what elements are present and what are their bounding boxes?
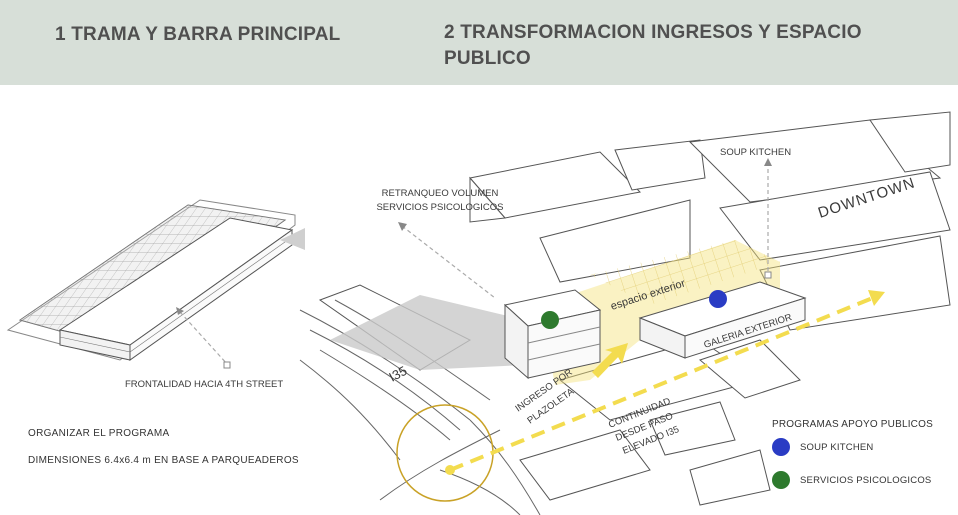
setback-label-2: SERVICIOS PSICOLOGICOS: [376, 202, 503, 213]
legend-label-psych-services: SERVICIOS PSICOLOGICOS: [800, 474, 932, 486]
route-arrowhead: [868, 290, 885, 306]
soup-kitchen-legend-dot: [772, 438, 790, 456]
frontage-label: FRONTALIDAD HACIA 4TH STREET: [125, 379, 283, 390]
psych-services-legend-dot: [772, 471, 790, 489]
soup-kitchen-top-label: SOUP KITCHEN: [720, 147, 791, 158]
psych-services-dot: [541, 311, 559, 329]
diagram-canvas: RETRANQUEO VOLUMEN SERVICIOS PSICOLOGICO…: [6, 111, 951, 515]
frontage-leader-line: [179, 311, 229, 366]
highway-label: I35: [386, 363, 409, 385]
right-panel-title: 2 TRANSFORMACION INGRESOS Y ESPACIO PUBL…: [444, 22, 862, 69]
program-note: ORGANIZAR EL PROGRAMA: [28, 428, 170, 439]
setback-label-1: RETRANQUEO VOLUMEN: [382, 188, 499, 199]
building-shadow: [330, 295, 525, 370]
setback-leader-line: [401, 225, 496, 299]
continuity-route-arrow: [449, 293, 881, 472]
roundabout-circle: [396, 404, 494, 502]
legend-title: PROGRAMAS APOYO PUBLICOS: [772, 419, 933, 430]
header-bar: 1 TRAMA Y BARRA PRINCIPAL 2 TRANSFORMACI…: [0, 0, 958, 85]
legend-label-soup-kitchen: SOUP KITCHEN: [800, 441, 874, 453]
legend-item-soup-kitchen: SOUP KITCHEN: [772, 438, 874, 456]
left-panel-title: 1 TRAMA Y BARRA PRINCIPAL: [55, 24, 341, 45]
legend-item-psych-services: SERVICIOS PSICOLOGICOS: [772, 471, 931, 489]
right-site-drawing: [318, 111, 951, 506]
soup-kitchen-dot: [709, 290, 727, 308]
psych-services-volume: [503, 289, 602, 380]
entry-arrow: [592, 343, 628, 378]
left-site-drawing: [6, 199, 305, 369]
dimensions-note: DIMENSIONES 6.4x6.4 m EN BASE A PARQUEAD…: [28, 455, 299, 466]
